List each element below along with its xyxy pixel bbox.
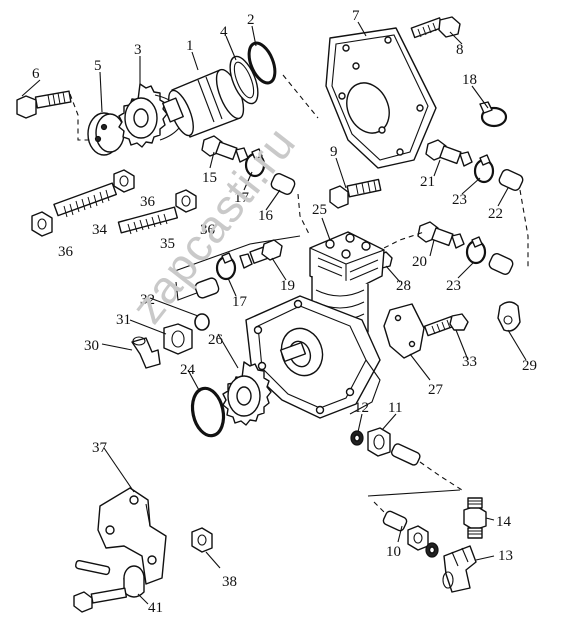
washer-part-10 [425,542,439,558]
seal-ring-part-32 [194,313,210,331]
washer-part-5 [87,112,125,156]
callout-41: 41 [148,600,163,616]
hose-part-right [488,253,514,275]
hose-clamp-part-17a [244,148,266,178]
callout-30: 30 [84,338,99,354]
cover-part-27 [383,303,425,359]
bolt-part-6 [16,90,72,119]
hose-part-17-loop [194,277,220,299]
callout-18: 18 [462,72,477,88]
elbow-fitting-part-30 [131,336,161,369]
nut-part-10 [407,525,429,551]
callout-12: 12 [354,400,369,416]
callout-23b: 23 [446,278,461,294]
hose-clamp-part-23a [473,154,495,184]
callout-10: 10 [386,544,401,560]
callout-20: 20 [412,254,427,270]
callout-13: 13 [498,548,513,564]
nut-part-38 [191,527,213,553]
hose-part-11-tube [390,443,421,466]
elbow-fitting-part-13 [442,545,477,593]
callout-8: 8 [456,42,464,58]
callout-34: 34 [92,222,108,238]
callout-19: 19 [280,278,295,294]
bolt-part-8 [410,16,461,39]
callout-21: 21 [420,174,435,190]
bolt-part-9 [329,178,382,209]
fitting-part-21 [425,139,473,167]
callout-4: 4 [220,24,228,40]
clip-part-29 [497,301,521,332]
callout-37: 37 [92,440,108,456]
callout-38: 38 [222,574,237,590]
o-ring-part-2 [247,41,277,85]
cover-plate-part-7 [325,27,437,169]
callout-11: 11 [388,400,402,416]
nut-part-36b [31,211,53,237]
callout-5: 5 [94,58,102,74]
callout-9: 9 [330,144,338,160]
hose-clamp-part-17b [215,252,237,281]
hose-clamp-part-23b [465,236,487,265]
fitting-part-19 [239,239,283,269]
callout-31: 31 [116,312,131,328]
callout-22: 22 [488,206,503,222]
gear-part-3 [118,83,186,148]
callout-7: 7 [352,8,360,24]
bushing-part-41 [123,565,145,598]
callout-23a: 23 [452,192,467,208]
callout-33: 33 [462,354,477,370]
callout-15: 15 [202,170,217,186]
callout-17a: 17 [234,190,250,206]
callout-26: 26 [208,332,224,348]
callout-29: 29 [522,358,537,374]
shaft-part-1 [162,68,245,138]
callout-17b: 17 [232,294,248,310]
leader-lines [21,21,527,605]
stud-part-34 [53,182,118,218]
callout-6: 6 [32,66,40,82]
nut-part-11 [367,427,391,457]
bracket-part-37 [97,487,167,585]
compressor-part-25 [245,231,385,419]
callout-1: 1 [186,38,194,54]
hose-part-22 [498,169,524,191]
callout-27: 27 [428,382,444,398]
callout-36a: 36 [140,194,156,210]
stud-part-35 [117,206,179,235]
hose-part-10 [382,510,408,532]
callout-numbers: 1 2 3 4 5 6 7 8 9 10 11 12 13 14 15 16 1… [32,8,537,616]
bolt-part-41b [73,587,128,613]
hose-clamp-part-18 [479,101,508,128]
fitting-part-14 [463,497,487,539]
callout-24: 24 [180,362,196,378]
callout-14: 14 [496,514,512,530]
o-ring-part-24 [190,386,226,438]
callout-25: 25 [312,202,327,218]
nut-part-36a [113,169,135,193]
callout-3: 3 [134,42,142,58]
nut-part-36c [175,189,197,213]
nut-part-31 [163,323,193,355]
callout-36b: 36 [58,244,74,260]
callout-35: 35 [160,236,175,252]
callout-2: 2 [247,12,255,28]
callout-16: 16 [258,208,274,224]
callout-32: 32 [140,292,155,308]
bolt-part-41a [75,559,111,576]
callout-36c: 36 [200,222,216,238]
bolt-part-33 [423,313,469,337]
fitting-part-20 [417,221,465,249]
callout-28: 28 [396,278,411,294]
washer-part-12 [350,430,364,446]
gear-part-26 [222,361,272,426]
